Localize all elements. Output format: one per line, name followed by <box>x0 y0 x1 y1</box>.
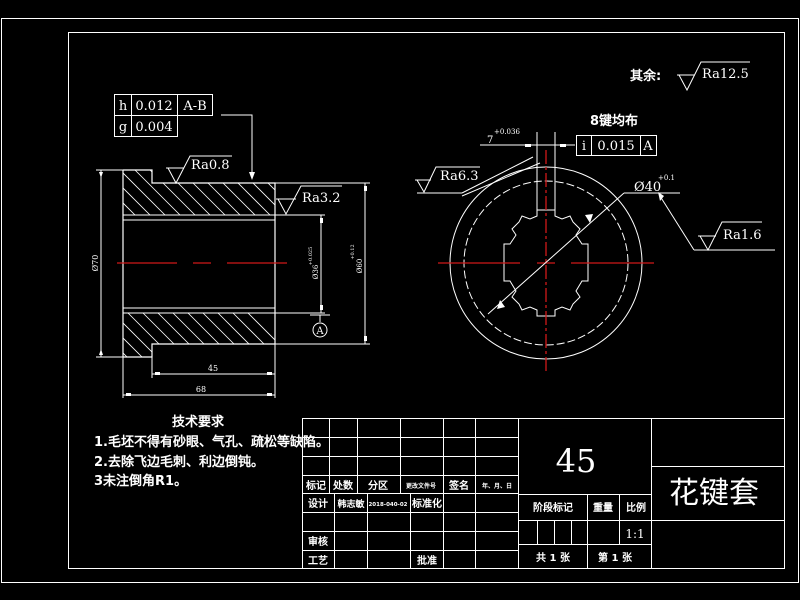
tolerance-frame-symmetry: 8键均布 i 0.015 A <box>576 113 657 156</box>
svg-text:标准化: 标准化 <box>411 497 442 510</box>
svg-text:Ra3.2: Ra3.2 <box>302 191 341 206</box>
svg-text:Ra0.8: Ra0.8 <box>191 158 230 173</box>
svg-text:1:1: 1:1 <box>625 527 644 541</box>
svg-text:+0.036: +0.036 <box>494 128 520 136</box>
roughness-ra63: Ra6.3 <box>415 166 480 194</box>
end-view: Ø40 +0.1 7 +0.036 <box>438 128 680 372</box>
dim-od70: Ø70 <box>91 169 123 358</box>
tolerance-frame-left: h 0.012 A-B g 0.004 <box>114 94 255 180</box>
svg-text:阶段标记: 阶段标记 <box>533 501 573 514</box>
svg-text:2018-040-02: 2018-040-02 <box>368 502 407 508</box>
svg-text:+0.025: +0.025 <box>308 247 314 266</box>
dim-length: 45 68 <box>122 344 276 398</box>
svg-text:0.015: 0.015 <box>597 139 634 154</box>
svg-text:1.毛坯不得有砂眼、气孔、疏松等缺陷。: 1.毛坯不得有砂眼、气孔、疏松等缺陷。 <box>94 434 329 450</box>
svg-text:g: g <box>119 120 127 135</box>
svg-text:设计: 设计 <box>308 497 328 510</box>
svg-text:Ra12.5: Ra12.5 <box>702 67 749 82</box>
svg-text:技术要求: 技术要求 <box>172 414 225 430</box>
svg-text:比例: 比例 <box>626 501 646 514</box>
svg-text:共 1 张: 共 1 张 <box>536 551 571 564</box>
svg-text:标记: 标记 <box>305 479 326 492</box>
svg-text:Ø70: Ø70 <box>91 255 100 272</box>
svg-text:i: i <box>582 139 586 154</box>
section-view <box>117 169 287 358</box>
svg-text:批准: 批准 <box>417 554 437 567</box>
svg-text:签名: 签名 <box>448 479 469 492</box>
outer-border <box>1 18 799 583</box>
svg-text:+0.12: +0.12 <box>350 244 356 259</box>
svg-text:Ra6.3: Ra6.3 <box>440 169 479 184</box>
svg-text:Ra1.6: Ra1.6 <box>723 228 762 243</box>
roughness-general: 其余: Ra12.5 <box>630 61 750 92</box>
svg-text:分区: 分区 <box>368 479 388 492</box>
svg-text:0.012: 0.012 <box>135 99 172 114</box>
svg-text:其余:: 其余: <box>630 68 661 84</box>
svg-text:7: 7 <box>487 135 493 146</box>
svg-text:A-B: A-B <box>182 99 206 114</box>
svg-text:年、月、日: 年、月、日 <box>482 482 512 490</box>
svg-text:8键均布: 8键均布 <box>590 113 638 129</box>
svg-text:45: 45 <box>556 442 597 480</box>
roughness-ra08: Ra0.8 <box>166 155 232 185</box>
svg-text:3未注倒角R1。: 3未注倒角R1。 <box>94 473 187 489</box>
svg-text:68: 68 <box>196 385 206 394</box>
dim-bore: Ø36 +0.025 A <box>275 214 330 338</box>
svg-text:45: 45 <box>208 364 218 373</box>
svg-text:Ø36: Ø36 <box>312 264 320 279</box>
svg-text:更改文件号: 更改文件号 <box>406 482 436 490</box>
svg-text:处数: 处数 <box>332 479 354 492</box>
svg-text:重量: 重量 <box>593 501 613 514</box>
roughness-ra16: Ra1.6 <box>658 192 775 252</box>
svg-text:h: h <box>119 99 128 114</box>
dim-od60: Ø60 +0.12 <box>275 182 370 345</box>
tech-requirements: 技术要求 1.毛坯不得有砂眼、气孔、疏松等缺陷。 2.去除飞边毛刺、利边倒钝。 … <box>94 414 329 489</box>
title-block: 标记 处数 分区 更改文件号 签名 年、月、日 设计 韩志敏 2018-040-… <box>302 418 785 569</box>
svg-text:韩志敏: 韩志敏 <box>337 498 365 510</box>
svg-text:A: A <box>642 139 653 154</box>
svg-text:审核: 审核 <box>308 535 328 548</box>
svg-text:A: A <box>315 326 324 337</box>
svg-text:工艺: 工艺 <box>308 554 328 567</box>
svg-text:0.004: 0.004 <box>135 120 172 135</box>
svg-text:Ø60: Ø60 <box>356 259 364 274</box>
roughness-ra32: Ra3.2 <box>276 185 342 216</box>
svg-text:2.去除飞边毛刺、利边倒钝。: 2.去除飞边毛刺、利边倒钝。 <box>94 454 264 470</box>
svg-text:+0.1: +0.1 <box>658 174 675 182</box>
svg-text:第 1 张: 第 1 张 <box>598 551 633 564</box>
svg-text:Ø40: Ø40 <box>634 180 661 195</box>
part-name: 花键套 <box>669 476 759 511</box>
